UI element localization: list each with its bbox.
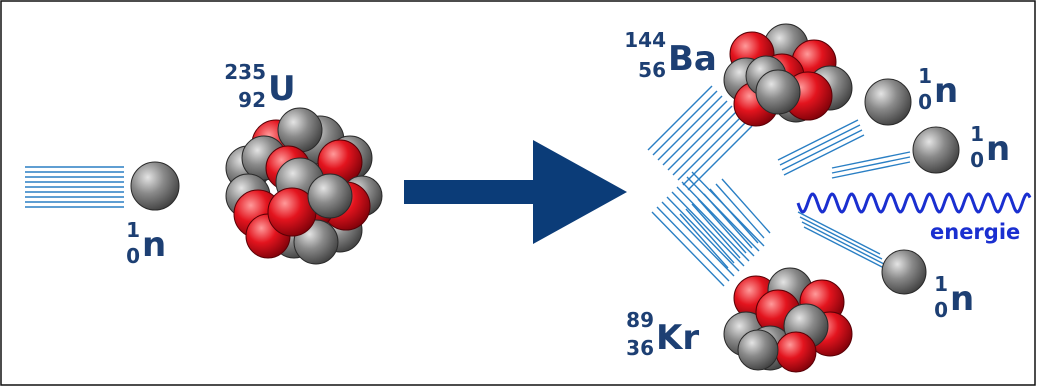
motion-line <box>657 95 723 161</box>
neutron-mass-number: 1 <box>934 272 948 296</box>
product-motion-lines <box>647 85 911 287</box>
neutron-atomic-number: 0 <box>970 148 984 172</box>
released-neutron-1-label: 1 0 n <box>914 66 974 122</box>
neutron-atomic-number: 0 <box>126 244 140 268</box>
neutron-sphere <box>737 329 779 371</box>
motion-line <box>686 176 760 252</box>
incoming-neutron-label: 1 0 n <box>122 220 182 280</box>
motion-line <box>697 198 747 254</box>
motion-line <box>803 226 887 270</box>
neutron-sphere <box>307 173 353 219</box>
motion-line <box>671 191 745 267</box>
motion-line <box>831 161 911 179</box>
motion-line <box>685 208 735 264</box>
barium-symbol: Ba <box>668 39 717 79</box>
neutron-symbol: n <box>142 225 167 265</box>
neutron-particle-icon <box>864 78 912 126</box>
energy-label: energie <box>930 220 1021 244</box>
motion-line <box>691 203 741 259</box>
krypton-mass-number: 89 <box>626 308 654 332</box>
motion-line <box>662 100 728 166</box>
motion-line <box>676 186 750 262</box>
motion-line <box>779 124 861 166</box>
neutron-particle-icon <box>881 249 927 295</box>
motion-line <box>777 119 859 161</box>
uranium-atomic-number: 92 <box>238 88 266 112</box>
krypton-atomic-number: 36 <box>626 336 654 360</box>
motion-line <box>667 105 733 171</box>
motion-line <box>799 216 883 260</box>
motion-line <box>666 196 740 272</box>
motion-line <box>652 90 718 156</box>
neutron-atomic-number: 0 <box>918 90 932 114</box>
neutron-mass-number: 1 <box>126 218 140 242</box>
neutron-sphere <box>864 78 912 126</box>
neutron-symbol: n <box>934 71 959 111</box>
energy-wave-icon <box>796 192 1032 214</box>
released-neutron-2-label: 1 0 n <box>966 124 1026 180</box>
motion-line <box>677 115 743 181</box>
neutron-symbol: n <box>950 279 975 319</box>
neutron-particle-icon <box>912 126 960 174</box>
motion-line <box>703 193 753 249</box>
neutron-symbol: n <box>986 129 1011 169</box>
barium-atomic-number: 56 <box>638 58 666 82</box>
motion-line <box>661 201 735 277</box>
motion-line <box>797 211 881 255</box>
neutron-sphere <box>881 249 927 295</box>
motion-line <box>781 129 863 171</box>
neutron-mass-number: 1 <box>970 122 984 146</box>
motion-line <box>679 213 729 269</box>
motion-line <box>715 183 765 239</box>
motion-line <box>647 85 713 151</box>
reaction-arrow-icon <box>404 140 627 244</box>
barium-label: 144 56 Ba <box>614 30 734 90</box>
krypton-label: 89 36 Kr <box>614 310 734 370</box>
uranium-mass-number: 235 <box>224 60 266 84</box>
krypton-symbol: Kr <box>656 318 700 358</box>
krypton-nucleus-icon <box>723 267 853 373</box>
barium-nucleus-icon <box>723 23 853 127</box>
uranium-label: 235 92 U <box>214 62 324 122</box>
motion-line <box>656 206 730 282</box>
motion-line <box>831 151 911 169</box>
barium-mass-number: 144 <box>624 28 666 52</box>
neutron-sphere <box>755 69 801 115</box>
neutron-particle-icon <box>130 161 180 211</box>
motion-line <box>651 211 725 287</box>
uranium-nucleus-icon <box>225 107 383 265</box>
released-neutron-3-label: 1 0 n <box>930 274 990 330</box>
proton-sphere <box>775 331 817 373</box>
motion-line <box>783 134 865 176</box>
motion-line <box>721 178 771 234</box>
uranium-symbol: U <box>268 69 296 109</box>
neutron-mass-number: 1 <box>918 64 932 88</box>
motion-line <box>709 188 759 244</box>
neutron-sphere <box>912 126 960 174</box>
motion-line <box>801 221 885 265</box>
neutron-sphere <box>130 161 180 211</box>
motion-line <box>672 110 738 176</box>
neutron-atomic-number: 0 <box>934 298 948 322</box>
incoming-motion-lines <box>25 166 124 208</box>
motion-line <box>831 156 911 174</box>
motion-line <box>681 181 755 257</box>
